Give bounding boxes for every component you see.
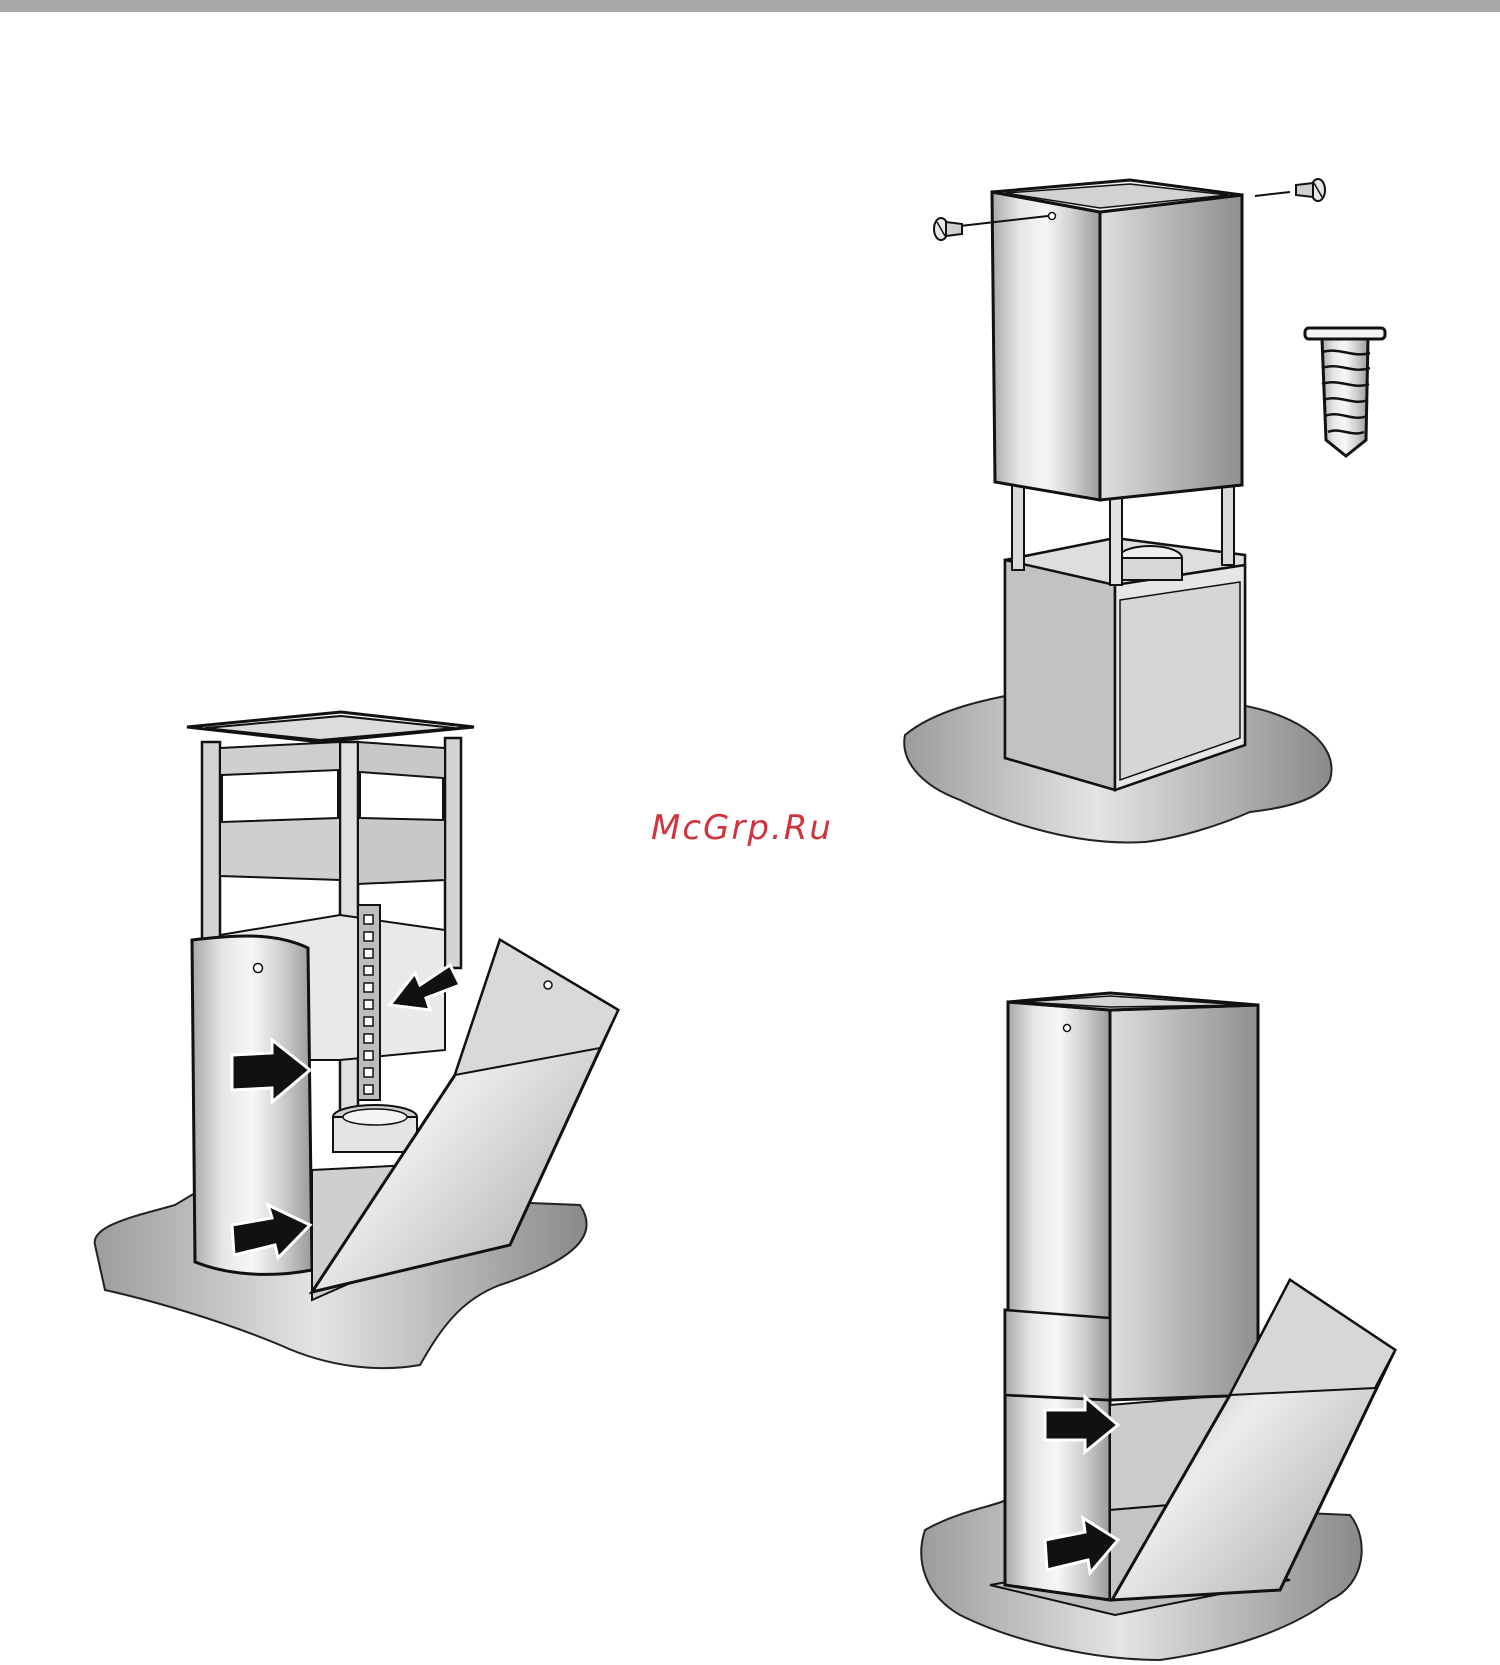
frame-upright-left <box>202 742 220 942</box>
screw-icon <box>1296 179 1325 201</box>
fig-chimney-cover-removed <box>95 712 618 1368</box>
upper-chimney-right-face <box>1110 1005 1258 1400</box>
upper-chimney-left-face <box>992 192 1100 500</box>
frame-upright-right <box>445 738 461 968</box>
watermark-text: McGrp.Ru <box>651 808 861 852</box>
screw-icon <box>934 218 962 240</box>
fig-chimney-assembled <box>921 993 1395 1660</box>
upper-chimney-right-face <box>1100 195 1242 500</box>
fig-screw-detail <box>1305 328 1385 456</box>
fig-chimney-screws <box>904 179 1331 842</box>
screw-icon <box>1305 328 1385 456</box>
lower-frame-front <box>1005 560 1115 790</box>
